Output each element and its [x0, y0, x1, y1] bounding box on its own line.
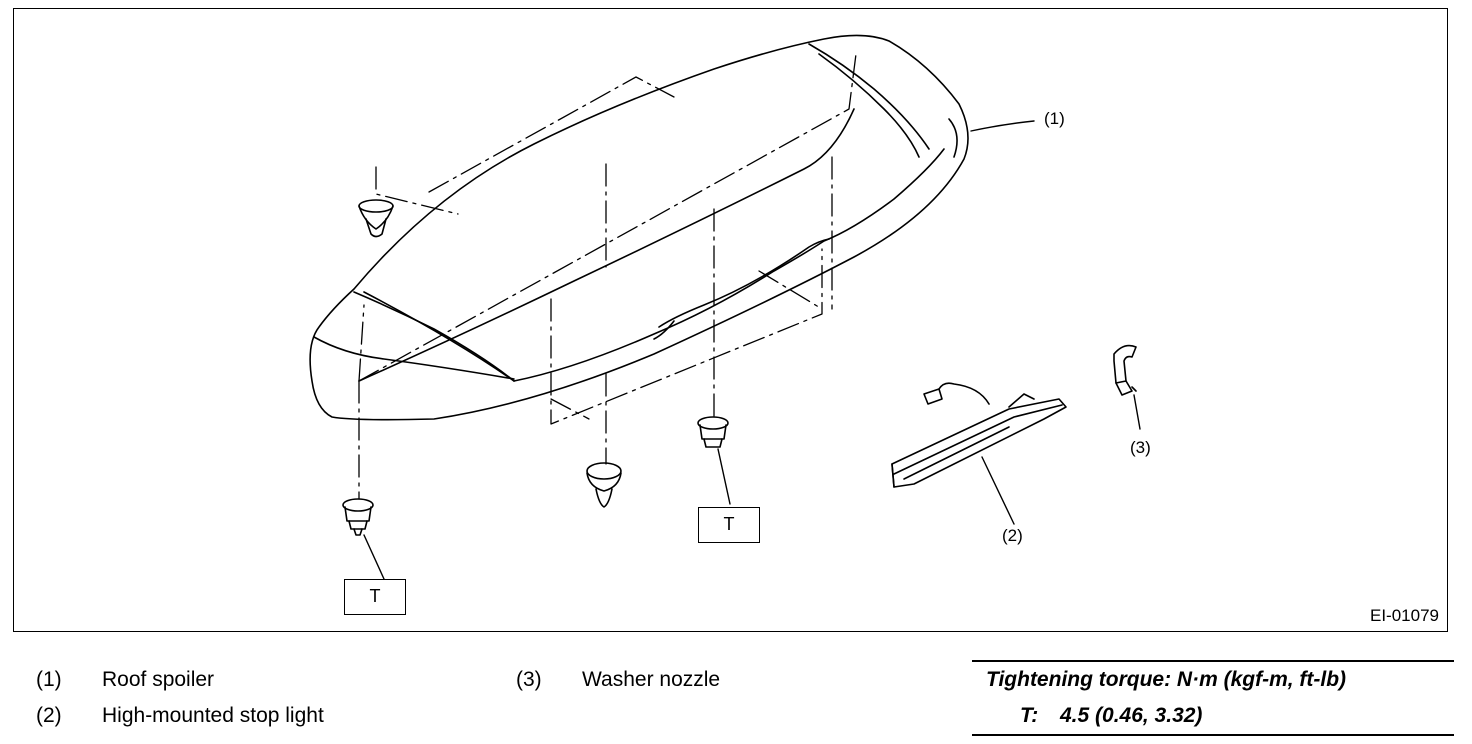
stop-light-drawing — [891, 382, 1067, 525]
washer-nozzle-drawing — [1113, 344, 1141, 430]
torque-mark-right: T — [698, 507, 760, 543]
grommet-right-drawing — [697, 416, 731, 505]
torque-mark-left: T — [344, 579, 406, 615]
legend-label: Washer nozzle — [582, 668, 721, 691]
torque-spec-box: Tightening torque: N·m (kgf-m, ft-lb) T:… — [972, 660, 1454, 736]
alignment-lines — [358, 53, 857, 500]
torque-spec-row: T: 4.5 (0.46, 3.32) — [1020, 704, 1202, 728]
clip-drawing-upper — [358, 199, 394, 238]
legend-label: High-mounted stop light — [102, 704, 324, 727]
legend-number: (3) — [516, 668, 542, 691]
legend-label: Roof spoiler — [102, 668, 215, 691]
grommet-left-drawing — [342, 498, 385, 580]
figure-code: EI-01079 — [1370, 606, 1439, 625]
leader-line-1 — [970, 120, 1035, 132]
clip-drawing-center — [586, 462, 622, 508]
torque-spec-value: 4.5 (0.46, 3.32) — [1060, 704, 1203, 727]
callout-2: (2) — [1002, 526, 1023, 545]
legend-number: (2) — [36, 704, 62, 727]
callout-1: (1) — [1044, 109, 1065, 128]
legend-number: (1) — [36, 668, 62, 691]
roof-spoiler-drawing — [309, 34, 969, 421]
parts-diagram: (1) (2) (3) T T EI-01079 — [13, 8, 1448, 632]
torque-spec-title: Tightening torque: N·m (kgf-m, ft-lb) — [986, 668, 1347, 691]
callout-3: (3) — [1130, 438, 1151, 457]
exploded-view-drawing — [309, 34, 1141, 580]
torque-spec-key: T: — [1020, 704, 1039, 727]
